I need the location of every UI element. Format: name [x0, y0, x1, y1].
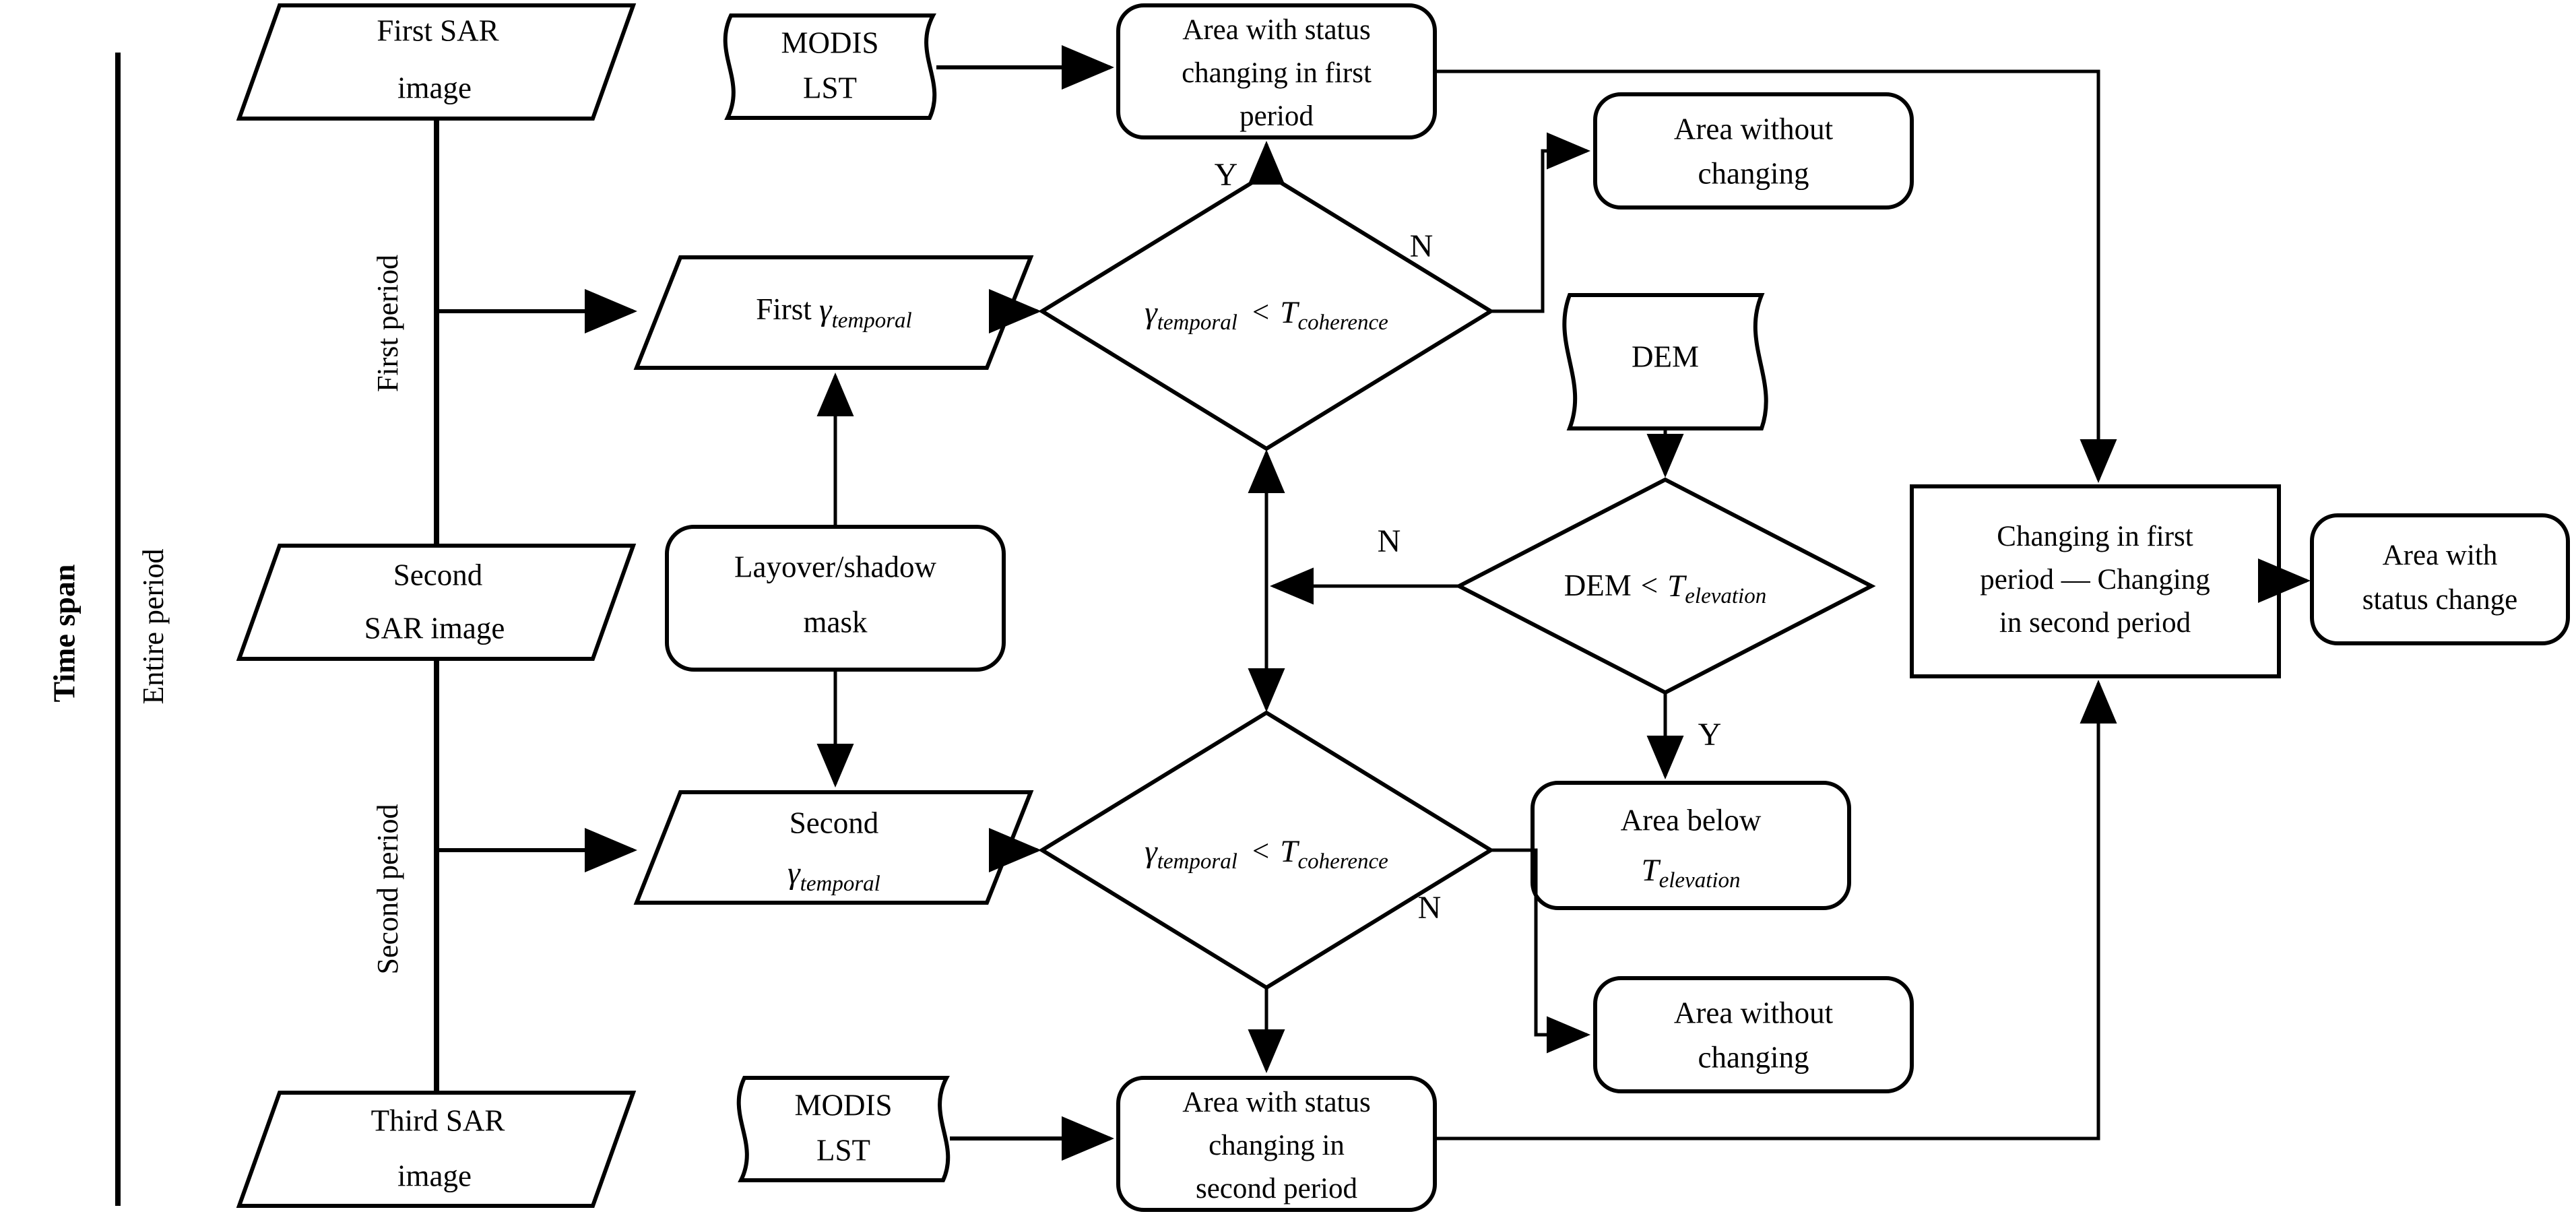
node-second-gamma-symbol: γ — [787, 856, 801, 891]
node-area-without-change-bottom-line1: Area without — [1674, 996, 1834, 1029]
edge-label-no-second: N — [1418, 890, 1442, 926]
decision-first-op: < — [1252, 295, 1269, 329]
node-third-sar-image-line2: image — [397, 1159, 472, 1192]
node-decision-first-label: γtemporal < Tcoherence — [1145, 295, 1388, 335]
node-layover-mask-line1: Layover/shadow — [734, 550, 936, 583]
decision-second-op: < — [1252, 834, 1269, 868]
node-area-without-change-bottom-line2: changing — [1698, 1040, 1809, 1074]
node-second-gamma[interactable] — [633, 790, 1034, 905]
node-dem-source[interactable] — [1562, 293, 1768, 430]
node-area-change-second[interactable] — [1116, 1076, 1437, 1212]
node-second-sar-image[interactable] — [236, 544, 637, 661]
node-area-without-change-top[interactable] — [1593, 92, 1914, 210]
edge-decision-first-no — [1491, 132, 1590, 313]
node-second-gamma-line1: Second — [790, 806, 878, 839]
node-area-change-first-line2: changing in first — [1182, 57, 1372, 89]
node-second-sar-image-line2: SAR image — [364, 611, 505, 645]
node-area-change-second-line2: changing in — [1209, 1130, 1345, 1161]
decision-first-right: T — [1280, 295, 1299, 330]
edge-label-yes-dem: Y — [1698, 717, 1722, 752]
node-area-status-change[interactable] — [2310, 513, 2570, 645]
edge-decision-second-no — [1491, 848, 1590, 1054]
node-layover-mask[interactable] — [665, 525, 1006, 672]
decision-second-left: γ — [1145, 834, 1158, 869]
node-first-gamma-symbol: γ — [819, 292, 833, 327]
node-modis-lst-top[interactable] — [723, 13, 937, 120]
node-area-below-elevation[interactable] — [1531, 781, 1851, 910]
node-modis-lst-top-line1: MODIS — [781, 26, 878, 59]
edge-area-change-first-to-difference — [1435, 69, 2117, 483]
node-area-status-change-line1: Area with — [2383, 540, 2498, 571]
decision-first-right-sub: coherence — [1297, 311, 1388, 335]
node-changing-difference-line2: period — Changing — [1980, 564, 2210, 596]
node-dem-source-label: DEM — [1632, 340, 1699, 373]
node-area-without-change-top-line2: changing — [1698, 156, 1809, 190]
node-first-gamma[interactable] — [633, 255, 1034, 370]
decision-first-left: γ — [1145, 295, 1158, 330]
node-area-change-second-line3: second period — [1196, 1173, 1357, 1205]
node-area-change-first-line3: period — [1239, 100, 1314, 132]
node-changing-difference-line3: in second period — [1999, 607, 2191, 639]
label-second-period: Second period — [371, 804, 404, 975]
label-time-span: Time span — [47, 565, 82, 703]
label-entire-period: Entire period — [137, 549, 170, 705]
node-first-sar-image-line2: image — [397, 71, 472, 104]
label-first-period: First period — [371, 255, 404, 392]
node-area-without-change-top-line1: Area without — [1674, 112, 1834, 146]
node-modis-lst-bottom-line2: LST — [816, 1133, 870, 1167]
node-first-sar-image[interactable] — [236, 3, 637, 121]
decision-dem-right-sub: elevation — [1685, 584, 1766, 608]
node-first-gamma-label: First γtemporal — [756, 292, 911, 333]
node-decision-dem-label: DEM < Televation — [1564, 569, 1766, 608]
node-modis-lst-bottom[interactable] — [736, 1076, 951, 1182]
node-first-sar-image-line1: First SAR — [377, 13, 498, 47]
node-decision-first[interactable] — [1038, 171, 1495, 451]
node-second-gamma-label: γtemporal — [787, 856, 880, 896]
node-changing-difference-line1: Changing in first — [1997, 521, 2193, 552]
edge-label-no-dem: N — [1378, 523, 1401, 559]
node-first-gamma-prefix: First — [756, 292, 819, 326]
node-area-status-change-line2: status change — [2362, 584, 2517, 616]
area-below-subscript: elevation — [1659, 868, 1741, 893]
decision-second-right-sub: coherence — [1297, 849, 1388, 874]
node-area-without-change-bottom[interactable] — [1593, 976, 1914, 1093]
node-modis-lst-bottom-line1: MODIS — [794, 1088, 892, 1122]
node-area-below-elevation-sym: Televation — [1641, 853, 1740, 893]
decision-second-right: T — [1280, 834, 1299, 869]
node-third-sar-image-line1: Third SAR — [371, 1103, 505, 1137]
edge-area-change-second-to-difference — [1435, 680, 2117, 1141]
decision-dem-op: < — [1641, 569, 1658, 602]
decision-dem-left: DEM — [1564, 569, 1632, 602]
edge-label-no-first: N — [1410, 228, 1434, 264]
node-first-gamma-subscript: temporal — [832, 309, 912, 333]
node-second-gamma-subscript: temporal — [800, 872, 880, 896]
node-area-change-second-line1: Area with status — [1182, 1087, 1370, 1118]
node-modis-lst-top-line2: LST — [803, 71, 857, 104]
node-layover-mask-line2: mask — [804, 605, 868, 639]
node-second-sar-image-line1: Second — [393, 558, 482, 591]
decision-dem-right: T — [1667, 569, 1687, 604]
decision-second-left-sub: temporal — [1157, 849, 1237, 874]
decision-first-left-sub: temporal — [1157, 311, 1237, 335]
area-below-symbol: T — [1641, 853, 1661, 888]
node-decision-dem[interactable] — [1454, 477, 1876, 695]
node-area-below-elevation-line1: Area below — [1621, 803, 1762, 837]
node-third-sar-image[interactable] — [236, 1091, 637, 1208]
edge-label-yes-first: Y — [1215, 157, 1238, 193]
node-decision-second-label: γtemporal < Tcoherence — [1145, 834, 1388, 874]
node-area-change-first-line1: Area with status — [1182, 14, 1370, 46]
